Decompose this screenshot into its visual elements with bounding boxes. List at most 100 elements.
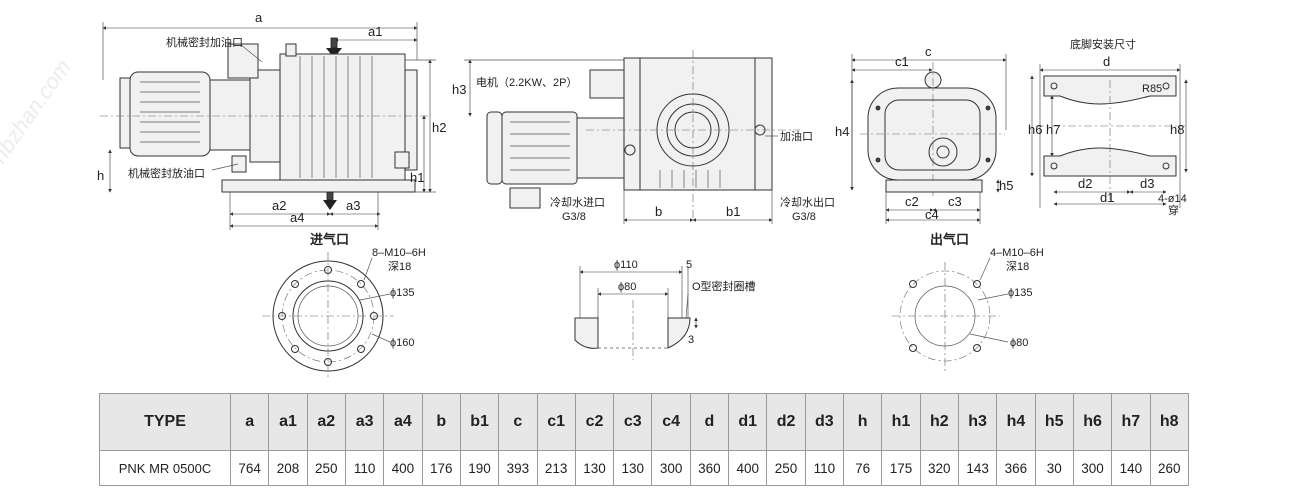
dim-c2: c2 xyxy=(905,194,919,209)
cell-a3: 110 xyxy=(344,450,385,486)
header-c2: c2 xyxy=(574,393,615,451)
cell-c3: 130 xyxy=(613,450,653,486)
header-b1: b1 xyxy=(459,393,500,451)
side-view: a a1 xyxy=(97,10,446,230)
dim-a4: a4 xyxy=(290,210,304,225)
dim-b: b xyxy=(655,204,662,219)
header-d2: d2 xyxy=(766,393,806,451)
cell-c: 393 xyxy=(498,450,538,486)
header-h1: h1 xyxy=(881,393,921,451)
label-outlet-depth: 深18 xyxy=(1006,260,1029,273)
dim-d2: d2 xyxy=(1078,176,1092,191)
label-outlet-title: 出气口 xyxy=(930,232,969,247)
header-a2: a2 xyxy=(306,393,346,451)
dim-h3: h3 xyxy=(452,82,466,97)
cell-h5: 30 xyxy=(1034,450,1074,486)
header-h: h xyxy=(842,393,883,451)
header-h3: h3 xyxy=(957,393,998,451)
cell-a: 764 xyxy=(229,450,270,486)
cell-a4: 400 xyxy=(383,450,423,486)
label-groove-h: 3 xyxy=(688,334,694,346)
label-hole-note-2: 穿 xyxy=(1168,203,1179,217)
dim-d3: d3 xyxy=(1140,176,1154,191)
cell-a2: 250 xyxy=(306,450,346,486)
label-groove-d2: ϕ80 xyxy=(618,281,636,293)
dim-h6: h6 xyxy=(1028,122,1042,137)
dim-h4: h4 xyxy=(835,124,849,139)
label-inlet-holes: 8–M10–6H xyxy=(372,247,426,259)
cell-h3: 143 xyxy=(957,450,998,486)
dim-c: c xyxy=(925,44,932,59)
header-a4: a4 xyxy=(383,393,423,451)
dim-h7: h7 xyxy=(1046,122,1060,137)
label-water-out: 冷却水出口 xyxy=(780,195,835,209)
dim-d1: d1 xyxy=(1100,190,1114,205)
header-h7: h7 xyxy=(1111,393,1151,451)
cell-h7: 140 xyxy=(1111,450,1151,486)
label-outlet-d1: ϕ135 xyxy=(1008,287,1033,299)
cell-h2: 320 xyxy=(919,450,959,486)
cell-d1: 400 xyxy=(728,450,768,486)
label-mech-seal-fill: 机械密封加油口 xyxy=(166,35,243,49)
label-groove-w: 5 xyxy=(686,259,692,271)
cell-c4: 300 xyxy=(651,450,691,486)
dim-c1: c1 xyxy=(895,54,909,69)
dim-b1: b1 xyxy=(726,204,740,219)
header-a: a xyxy=(229,393,270,451)
dim-h2: h2 xyxy=(432,120,446,135)
header-c: c xyxy=(498,393,538,451)
label-water-in-size: G3/8 xyxy=(562,211,586,223)
dim-c3: c3 xyxy=(948,194,962,209)
header-d: d xyxy=(689,393,730,451)
label-foot-title: 底脚安装尺寸 xyxy=(1070,37,1136,51)
header-a3: a3 xyxy=(344,393,385,451)
watermark-left: hbzhan.com xyxy=(0,55,76,168)
cell-type: PNK MR 0500C xyxy=(99,450,231,486)
header-c1: c1 xyxy=(536,393,576,451)
inlet-flange: 进气口 8–M10–6H 深18 ϕ135 ϕ160 xyxy=(262,232,426,380)
label-hole-note: 4-ø14 xyxy=(1158,193,1187,205)
header-h6: h6 xyxy=(1072,393,1113,451)
outlet-flange: 出气口 4–M10–6H 深18 ϕ135 ϕ80 xyxy=(892,232,1044,372)
dim-a2: a2 xyxy=(272,198,286,213)
header-b: b xyxy=(421,393,461,451)
label-inlet-d1: ϕ135 xyxy=(390,287,415,299)
label-outlet-d2: ϕ80 xyxy=(1010,337,1028,349)
cell-h: 76 xyxy=(842,450,883,486)
label-water-out-size: G3/8 xyxy=(792,211,816,223)
cell-b1: 190 xyxy=(459,450,500,486)
cell-d2: 250 xyxy=(766,450,806,486)
header-d1: d1 xyxy=(728,393,768,451)
cell-b: 176 xyxy=(421,450,461,486)
cell-d: 360 xyxy=(689,450,730,486)
dim-h1: h1 xyxy=(410,170,424,185)
label-inlet-d2: ϕ160 xyxy=(390,337,415,349)
label-outlet-holes: 4–M10–6H xyxy=(990,247,1044,259)
label-inlet-title: 进气口 xyxy=(310,232,349,247)
header-c3: c3 xyxy=(613,393,653,451)
dim-a1: a1 xyxy=(368,24,382,39)
header-h8: h8 xyxy=(1149,393,1189,451)
header-c4: c4 xyxy=(651,393,691,451)
header-h5: h5 xyxy=(1034,393,1074,451)
cell-c1: 213 xyxy=(536,450,576,486)
header-a1: a1 xyxy=(268,393,308,451)
label-oring: O型密封圈槽 xyxy=(692,279,756,293)
header-d3: d3 xyxy=(804,393,845,451)
label-mech-seal-drain: 机械密封放油口 xyxy=(128,166,205,180)
groove-section: ϕ110 5 ϕ80 O型密封圈槽 3 xyxy=(574,259,756,360)
watermark-right: hbzhan.com xyxy=(1234,389,1300,392)
technical-drawing: hbzhan.com hbzhan.com a a1 xyxy=(0,10,1300,392)
label-oil-fill: 加油口 xyxy=(780,129,813,143)
label-inlet-depth: 深18 xyxy=(388,260,411,273)
label-motor: 电机（2.2KW、2P） xyxy=(476,75,577,89)
dim-h5: h5 xyxy=(999,178,1013,193)
dim-a3: a3 xyxy=(346,198,360,213)
dim-h: h xyxy=(97,168,104,183)
header-h2: h2 xyxy=(919,393,959,451)
dim-h8: h8 xyxy=(1170,122,1184,137)
dim-c4: c4 xyxy=(925,207,939,222)
